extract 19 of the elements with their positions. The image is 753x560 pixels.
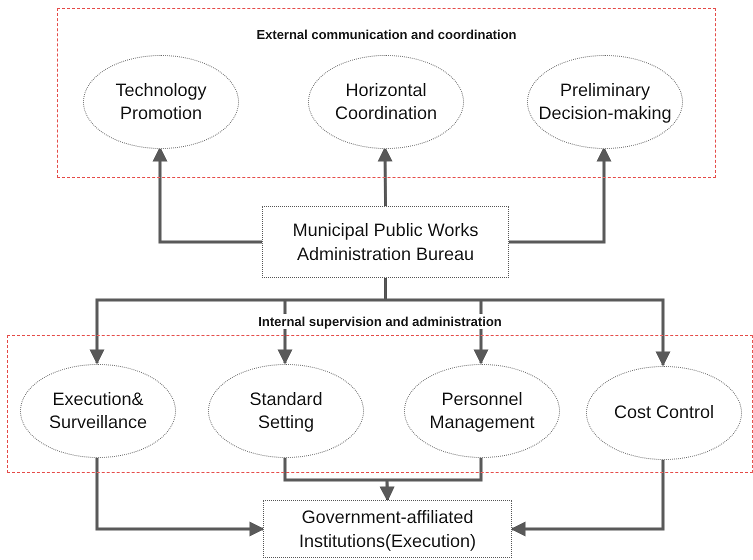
node-label: Execution& Surveillance bbox=[48, 388, 148, 434]
connector-arrow bbox=[96, 457, 264, 536]
connector-arrow bbox=[509, 146, 612, 244]
node-label: Horizontal Coordination bbox=[334, 78, 438, 125]
node-label: Municipal Public Works Administration Bureau bbox=[292, 218, 480, 266]
connector-arrow bbox=[152, 146, 262, 244]
node-label: Government-affiliated Institutions(Execution) bbox=[298, 506, 478, 553]
node-label: Cost Control bbox=[614, 401, 714, 424]
node-label: Preliminary Decision-making bbox=[538, 78, 672, 125]
node-label: Standard Setting bbox=[248, 388, 324, 434]
connector-arrow bbox=[380, 457, 482, 502]
node-label: Personnel Management bbox=[428, 388, 536, 434]
connector-arrow bbox=[510, 459, 664, 536]
node-label: Technology Promotion bbox=[114, 78, 208, 125]
organization-box bbox=[263, 500, 512, 558]
dashed-group-frame bbox=[57, 8, 716, 178]
connector-arrow bbox=[384, 278, 670, 366]
connector-arrow bbox=[378, 146, 393, 206]
organization-box bbox=[262, 206, 509, 278]
